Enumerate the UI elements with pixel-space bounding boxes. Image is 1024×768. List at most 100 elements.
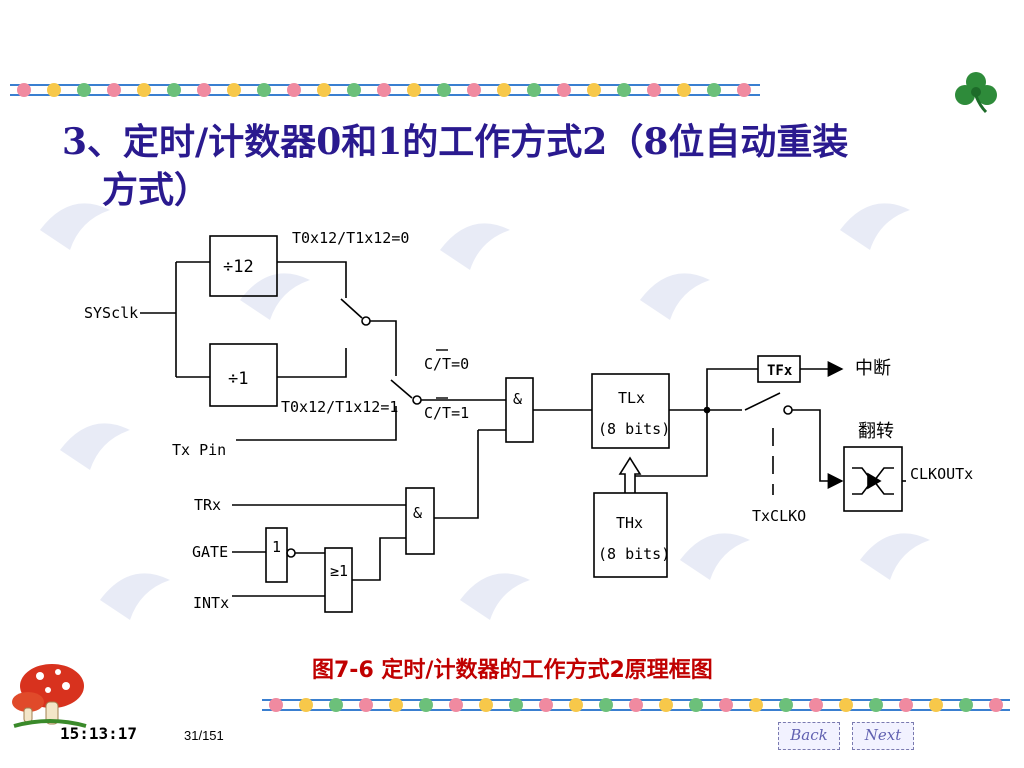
border-bead [449, 698, 463, 712]
or-gate [324, 547, 353, 613]
and1-label: & [513, 390, 522, 408]
and-gate-control [405, 487, 435, 555]
border-bead [539, 698, 553, 712]
trx-label: TRx [194, 496, 221, 514]
border-bead [377, 83, 391, 97]
border-bead [719, 698, 733, 712]
thx-bits-label: (8 bits) [598, 545, 670, 563]
border-bead [707, 83, 721, 97]
border-bead [929, 698, 943, 712]
border-bead [959, 698, 973, 712]
thx-label: THx [616, 514, 643, 532]
back-button[interactable]: Back [778, 722, 840, 750]
border-bead [347, 83, 361, 97]
or-gate-label: ≥1 [330, 562, 348, 580]
border-bead [737, 83, 751, 97]
border-bead [77, 83, 91, 97]
border-bead [869, 698, 883, 712]
border-bead [359, 698, 373, 712]
not-gate-label: 1 [272, 538, 281, 556]
div12-label: ÷12 [223, 257, 254, 277]
toggle-label: 翻转 [858, 421, 894, 442]
interrupt-label: 中断 [855, 358, 891, 379]
tx-pin-label: Tx Pin [172, 441, 226, 459]
div12-box [209, 235, 278, 297]
border-bead [17, 83, 31, 97]
border-bead [269, 698, 283, 712]
border-bead [389, 698, 403, 712]
tlx-register [591, 373, 670, 449]
intx-label: INTx [193, 594, 229, 612]
bottom-decorative-border [262, 698, 1010, 712]
top-decorative-border [10, 83, 760, 97]
t0x12-1-label: T0x12/T1x12=1 [281, 398, 398, 416]
reload-arrow [618, 456, 642, 493]
next-button[interactable]: Next [852, 722, 914, 750]
border-bead [677, 83, 691, 97]
border-bead [779, 698, 793, 712]
thx-register [593, 492, 668, 578]
slide-title: 3、定时/计数器0和1的工作方式2（8位自动重装 方式） [62, 118, 982, 214]
clover-icon [955, 72, 997, 114]
border-bead [479, 698, 493, 712]
border-bead [569, 698, 583, 712]
gate-label: GATE [192, 543, 228, 561]
border-bead [689, 698, 703, 712]
clock-select-switch [340, 298, 363, 319]
timer-mode2-block-diagram: ÷12 ÷1 T0x12/T1x12=0 T0x12/T1x12=1 SYScl… [84, 229, 973, 613]
ct1-label: C/T=1 [424, 404, 469, 422]
border-bead [407, 83, 421, 97]
border-bead [197, 83, 211, 97]
border-bead [587, 83, 601, 97]
clkoutx-label: CLKOUTx [910, 465, 973, 483]
figure-caption: 图7-6 定时/计数器的工作方式2原理框图 [312, 658, 713, 683]
border-bead [467, 83, 481, 97]
border-bead [557, 83, 571, 97]
border-bead [47, 83, 61, 97]
toggle-flipflop-box [843, 446, 903, 512]
tfx-label: TFx [767, 363, 793, 379]
div1-label: ÷1 [228, 369, 248, 389]
tlx-label: TLx [618, 389, 645, 407]
border-bead [839, 698, 853, 712]
sysclk-label: SYSclk [84, 304, 138, 322]
border-bead [107, 83, 121, 97]
border-bead [599, 698, 613, 712]
border-bead [317, 83, 331, 97]
div1-box [209, 343, 278, 407]
border-bead [437, 83, 451, 97]
mushroom-icon [12, 664, 87, 728]
border-bead [809, 698, 823, 712]
and2-label: & [413, 504, 422, 522]
border-bead [899, 698, 913, 712]
border-bead [497, 83, 511, 97]
border-bead [509, 698, 523, 712]
t0x12-0-label: T0x12/T1x12=0 [292, 229, 409, 247]
border-bead [287, 83, 301, 97]
border-bead [137, 83, 151, 97]
border-bead [527, 83, 541, 97]
tlx-bits-label: (8 bits) [598, 420, 670, 438]
txclko-switch [744, 392, 781, 411]
border-bead [167, 83, 181, 97]
border-bead [299, 698, 313, 712]
slide-title-line1: 3、定时/计数器0和1的工作方式2（8位自动重装 [62, 121, 849, 163]
border-bead [329, 698, 343, 712]
clock-time: 15:13:17 [60, 724, 138, 743]
slide-title-line2: 方式） [102, 169, 211, 211]
border-bead [989, 698, 1003, 712]
border-bead [617, 83, 631, 97]
border-bead [257, 83, 271, 97]
border-bead [629, 698, 643, 712]
ct-select-switch [390, 379, 413, 399]
and-gate-count [505, 377, 534, 443]
page-counter: 31/151 [184, 728, 224, 743]
border-bead [227, 83, 241, 97]
ct0-label: C/T=0 [424, 355, 469, 373]
border-bead [749, 698, 763, 712]
border-bead [419, 698, 433, 712]
border-bead [647, 83, 661, 97]
border-bead [659, 698, 673, 712]
txclko-label: TxCLKO [752, 507, 806, 525]
